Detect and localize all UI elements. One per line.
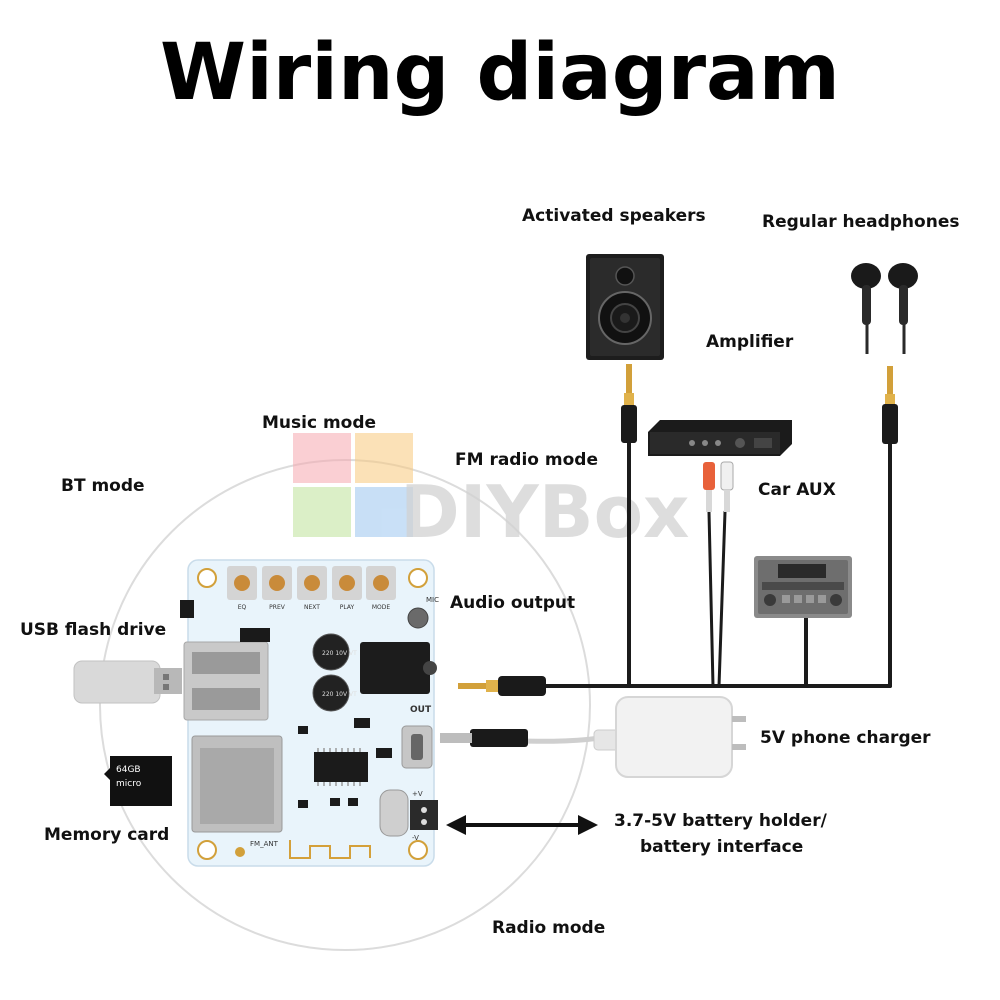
amplifier-icon <box>648 420 792 456</box>
headphones-icon <box>851 263 918 354</box>
label-activated-speakers: Activated speakers <box>522 206 706 226</box>
label-phone-charger: 5V phone charger <box>760 728 931 748</box>
label-radio-mode: Radio mode <box>492 918 606 938</box>
button-mode-label: MODE <box>372 604 391 611</box>
label-battery-line2: battery interface <box>640 837 804 857</box>
label-battery-line1: 3.7-5V battery holder/ <box>614 811 827 831</box>
fm-ant-label: FM_ANT <box>250 840 279 848</box>
button-next-label: NEXT <box>304 604 320 611</box>
car-radio-icon <box>754 556 852 618</box>
output-plug-icon <box>458 676 546 696</box>
capacitor-1-label: 220 10V VT <box>322 650 357 657</box>
memory-card-icon: 64GB micro <box>104 756 172 806</box>
capacitor-2-label: 220 10V VT <box>322 691 357 698</box>
battery-double-arrow <box>446 815 598 835</box>
usb-flash-drive-icon <box>73 660 182 704</box>
button-eq-label: EQ <box>238 604 247 611</box>
out-label: OUT <box>410 705 432 715</box>
page-title: Wiring diagram <box>160 28 840 118</box>
headphone-plug-icon <box>882 366 898 444</box>
speaker-plug-icon <box>621 364 637 443</box>
battery-plus-label: +V <box>412 790 423 798</box>
watermark-logo <box>293 433 413 537</box>
label-memory-card: Memory card <box>44 825 170 845</box>
label-bt-mode: BT mode <box>61 476 145 496</box>
speaker-icon <box>586 254 664 360</box>
phone-charger-icon <box>439 696 746 778</box>
label-audio-output: Audio output <box>450 593 576 613</box>
mic-label: MIC <box>426 596 439 604</box>
watermark-text: DIYBox <box>400 470 689 554</box>
label-usb-flash-drive: USB flash drive <box>20 620 167 640</box>
battery-minus-label: -V <box>412 834 419 842</box>
sd-card-brand-text: micro <box>116 779 142 789</box>
bluetooth-board: EQ PREV NEXT PLAY MODE MIC 220 10V VT 22… <box>180 559 439 867</box>
sd-card-size-text: 64GB <box>116 765 141 775</box>
label-car-aux: Car AUX <box>758 480 836 500</box>
rca-plugs-icon <box>703 461 734 512</box>
button-play-label: PLAY <box>340 604 355 611</box>
board-buttons <box>227 566 396 600</box>
label-music-mode: Music mode <box>262 413 377 433</box>
label-amplifier: Amplifier <box>706 332 794 352</box>
label-fm-radio-mode: FM radio mode <box>455 450 598 470</box>
audio-cables <box>543 438 892 688</box>
button-prev-label: PREV <box>269 604 286 611</box>
label-regular-headphones: Regular headphones <box>762 212 960 232</box>
